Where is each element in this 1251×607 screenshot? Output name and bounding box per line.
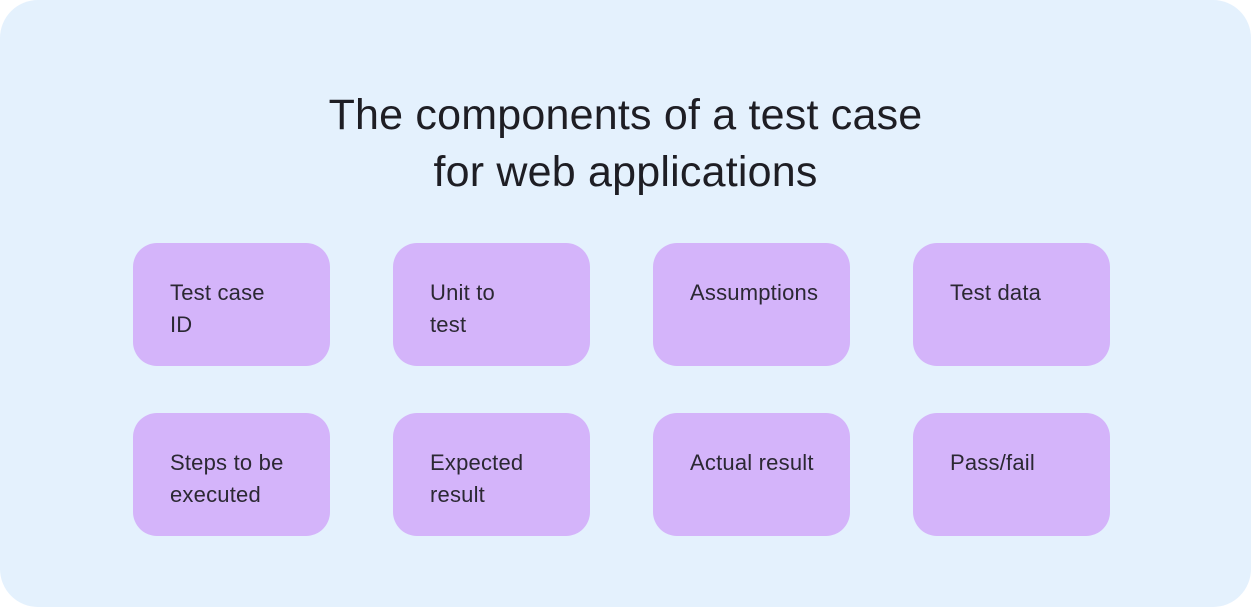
component-label: Test case ID (170, 280, 265, 337)
component-box-test-data: Test data (913, 243, 1110, 366)
component-label: Unit to test (430, 280, 495, 337)
component-box-steps-to-be-executed: Steps to be executed (133, 413, 330, 536)
page-title: The components of a test case for web ap… (328, 90, 923, 196)
component-label: Steps to be executed (170, 450, 284, 507)
component-label: Assumptions (690, 280, 819, 305)
components-grid: Test case ID Unit to test Assumptions Te… (133, 243, 1110, 536)
component-box-test-case-id: Test case ID (133, 243, 330, 366)
component-label: Actual result (690, 450, 814, 475)
component-box-pass-fail: Pass/fail (913, 413, 1110, 536)
component-box-unit-to-test: Unit to test (393, 243, 590, 366)
component-label: Expected result (430, 450, 524, 507)
component-label: Pass/fail (950, 450, 1035, 475)
component-box-expected-result: Expected result (393, 413, 590, 536)
component-box-assumptions: Assumptions (653, 243, 850, 366)
component-label: Test data (950, 280, 1042, 305)
component-box-actual-result: Actual result (653, 413, 850, 536)
